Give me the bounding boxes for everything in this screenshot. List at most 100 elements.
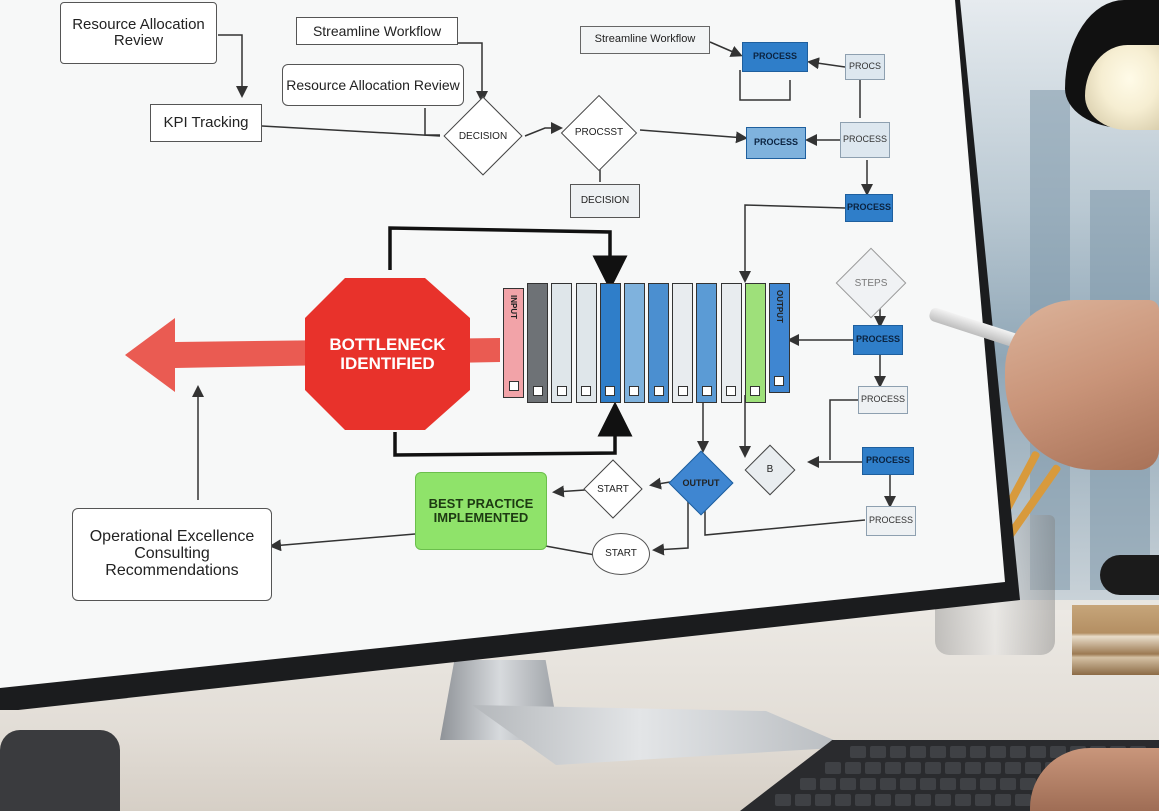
monitor-screen: Resource Allocation Review KPI Tracking … — [60, 2, 916, 601]
keyboard-key — [800, 778, 816, 790]
process-column — [575, 283, 597, 403]
keyboard-key — [865, 762, 881, 774]
column-checkbox — [701, 386, 712, 396]
keyboard-key — [845, 762, 861, 774]
process-column — [744, 283, 766, 403]
keyboard-key — [775, 794, 791, 806]
process-diamond-label: PROCSST — [574, 126, 624, 138]
column-checkbox — [629, 386, 640, 396]
keyboard-key — [910, 746, 926, 758]
process-box: PROCESS — [858, 386, 908, 414]
column-checkbox — [726, 386, 737, 396]
keyboard-key — [960, 778, 976, 790]
process-box: PROCESS — [845, 194, 893, 222]
column-checkbox — [556, 386, 567, 396]
column-checkbox — [774, 376, 785, 386]
process-box: PROCESS — [862, 447, 914, 475]
keyboard-key — [970, 746, 986, 758]
column-checkbox — [677, 386, 688, 396]
book-stack — [1072, 605, 1159, 675]
bottleneck-label: BOTTLENECK IDENTIFIED — [329, 335, 446, 373]
process-column — [648, 283, 670, 403]
keyboard-key — [975, 794, 991, 806]
decision-label: DECISION — [458, 130, 508, 142]
keyboard-key — [945, 762, 961, 774]
column-checkbox — [750, 386, 761, 396]
keyboard-key — [1015, 794, 1031, 806]
keyboard-key — [875, 794, 891, 806]
process-box: PROCESS — [840, 122, 890, 158]
column-checkbox — [605, 386, 616, 396]
process-column — [527, 283, 549, 403]
column-label: OUTPUT — [774, 290, 784, 323]
keyboard-key — [1025, 762, 1041, 774]
best-practice-box: BEST PRACTICE IMPLEMENTED — [415, 472, 547, 550]
resource-allocation-review-box: Resource Allocation Review — [60, 2, 217, 64]
process-column — [551, 283, 573, 403]
keyboard-key — [915, 794, 931, 806]
keyboard-key — [795, 794, 811, 806]
resource-allocation-box: Resource Allocation Review — [282, 64, 464, 106]
keyboard-key — [900, 778, 916, 790]
keyboard-key — [980, 778, 996, 790]
decision-box: DECISION — [570, 184, 640, 218]
consulting-recommendations-box: Operational Excellence Consulting Recomm… — [72, 508, 272, 601]
process-column — [696, 283, 718, 403]
keyboard-key — [885, 762, 901, 774]
b-label: B — [766, 463, 774, 475]
process-column — [599, 283, 621, 403]
column-checkbox — [653, 386, 664, 396]
output-label: OUTPUT — [682, 478, 720, 488]
start-diamond-label: START — [597, 483, 629, 495]
process-box: PROCESS — [746, 127, 806, 159]
process-columns: INPUT OUTPUT — [502, 283, 792, 403]
keyboard-key — [990, 746, 1006, 758]
process-box: PROCS — [845, 54, 885, 80]
keyboard-key — [880, 778, 896, 790]
streamline-workflow-box-right: Streamline Workflow — [580, 26, 710, 54]
steps-label: STEPS — [854, 277, 888, 289]
keyboard-key — [920, 778, 936, 790]
process-box: PROCESS — [853, 325, 903, 355]
pointing-hand — [1005, 300, 1159, 470]
column-checkbox — [532, 386, 543, 396]
process-column — [623, 283, 645, 403]
process-column: OUTPUT — [768, 283, 790, 393]
keyboard-key — [890, 746, 906, 758]
keyboard-key — [925, 762, 941, 774]
connector-lines — [125, 34, 896, 556]
keyboard-key — [895, 794, 911, 806]
lamp-base — [1100, 555, 1159, 595]
process-column: INPUT — [503, 288, 525, 398]
kpi-tracking-box: KPI Tracking — [150, 104, 262, 142]
keyboard-key — [825, 762, 841, 774]
keyboard-key — [840, 778, 856, 790]
keyboard-key — [935, 794, 951, 806]
keyboard-key — [950, 746, 966, 758]
coffee-mug — [0, 730, 120, 811]
column-checkbox — [581, 386, 592, 396]
process-box: PROCESS — [866, 506, 916, 536]
process-box: PROCESS — [742, 42, 808, 72]
keyboard-key — [940, 778, 956, 790]
keyboard-key — [855, 794, 871, 806]
keyboard-key — [905, 762, 921, 774]
keyboard-key — [1010, 746, 1026, 758]
column-checkbox — [508, 381, 519, 391]
streamline-workflow-box: Streamline Workflow — [296, 17, 458, 45]
keyboard-key — [1020, 778, 1036, 790]
process-column — [720, 283, 742, 403]
keyboard-key — [1000, 778, 1016, 790]
keyboard-key — [870, 746, 886, 758]
keyboard-key — [850, 746, 866, 758]
keyboard-key — [860, 778, 876, 790]
keyboard-key — [835, 794, 851, 806]
process-column — [672, 283, 694, 403]
keyboard-key — [820, 778, 836, 790]
keyboard-key — [965, 762, 981, 774]
column-label: INPUT — [509, 295, 519, 319]
keyboard-key — [815, 794, 831, 806]
lamp-light — [1085, 45, 1159, 130]
keyboard-key — [1005, 762, 1021, 774]
start-oval: START — [592, 533, 650, 575]
